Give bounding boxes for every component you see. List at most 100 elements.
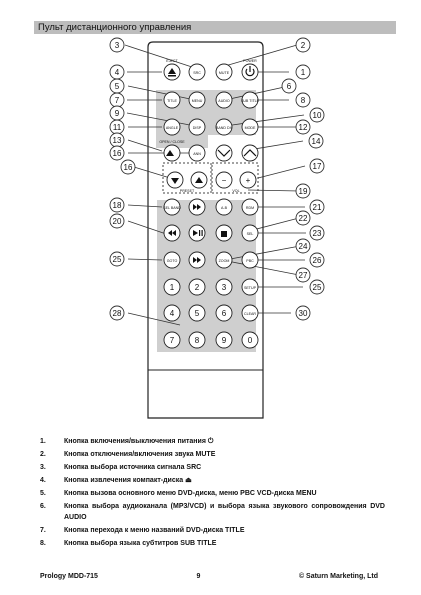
svg-text:3: 3 xyxy=(222,283,227,292)
callout: 10 xyxy=(313,111,322,120)
footer: Prology MDD-715 9 © Saturn Marketing, Lt… xyxy=(40,573,378,580)
svg-text:ZOOM: ZOOM xyxy=(219,259,230,263)
chevron-down-icon xyxy=(171,178,179,184)
mode-button xyxy=(241,118,259,136)
remote-diagram: 3 2 4 1 5 6 7 8 9 10 11 12 13 14 16 16 1… xyxy=(109,37,325,419)
svg-text:5: 5 xyxy=(195,309,200,318)
svg-text:RDM: RDM xyxy=(246,206,254,210)
callout: 8 xyxy=(301,96,306,105)
subtitle-button xyxy=(241,91,259,109)
chevron-up-icon xyxy=(195,177,203,183)
callout: 16 xyxy=(113,149,122,158)
svg-text:MUTE: MUTE xyxy=(219,71,230,75)
svg-text:VOL: VOL xyxy=(232,189,239,193)
pause-icon xyxy=(199,230,201,236)
src-button xyxy=(188,63,206,81)
svg-text:SETUP: SETUP xyxy=(244,286,257,290)
chevron-down-icon xyxy=(217,149,231,157)
svg-text:4: 4 xyxy=(170,309,175,318)
next-icon xyxy=(193,257,201,263)
svg-text:9: 9 xyxy=(222,336,227,345)
svg-text:1: 1 xyxy=(170,283,175,292)
list-item: 7.Кнопка перехода к меню названий DVD-ди… xyxy=(40,527,245,534)
svg-text:0: 0 xyxy=(248,336,253,345)
menu-button xyxy=(188,91,206,109)
callout: 1 xyxy=(301,68,306,77)
callout: 13 xyxy=(113,136,122,145)
svg-text:+: + xyxy=(246,176,251,185)
callout: 12 xyxy=(299,123,308,132)
callout: 28 xyxy=(113,309,122,318)
callout: 4 xyxy=(115,68,120,77)
callout: 6 xyxy=(287,82,292,91)
callout: 17 xyxy=(313,162,322,171)
chevron-up-icon xyxy=(243,149,257,157)
digit-6-button xyxy=(215,304,233,322)
list-item: 1.Кнопка включения/выключения питания ⏻ xyxy=(40,438,214,445)
mute-button xyxy=(215,63,233,81)
callout: 30 xyxy=(299,309,308,318)
svg-text:AUDIO: AUDIO xyxy=(218,99,230,103)
list-item: 3.Кнопка выбора источника сигнала SRC xyxy=(40,464,202,471)
list-item: 4.Кнопка извлечения компакт-диска ⏏ xyxy=(40,477,192,484)
angle-button xyxy=(163,118,181,136)
svg-text:SUB TITLE: SUB TITLE xyxy=(241,99,260,103)
svg-text:ANGLE: ANGLE xyxy=(166,126,179,130)
svg-text:MODE: MODE xyxy=(245,126,256,130)
clear-button xyxy=(241,304,259,322)
svg-text:8: 8 xyxy=(195,336,200,345)
pbc-button xyxy=(241,251,259,269)
callout: 5 xyxy=(115,82,120,91)
digit-1-button xyxy=(163,278,181,296)
digit-9-button xyxy=(215,331,233,349)
footer-left: Prology MDD-715 xyxy=(40,573,98,580)
callout: 26 xyxy=(313,256,322,265)
digit-8-button xyxy=(188,331,206,349)
vol-up-arrow xyxy=(241,144,259,162)
svg-text:A-B: A-B xyxy=(221,206,228,210)
svg-text:GOTO: GOTO xyxy=(167,259,178,263)
svg-text:SEL: SEL xyxy=(247,232,254,236)
setup-button xyxy=(241,278,259,296)
callout: 23 xyxy=(313,229,322,238)
callout: 19 xyxy=(299,187,308,196)
sel-band-button xyxy=(163,198,181,216)
svg-text:CLEAR: CLEAR xyxy=(244,312,256,316)
callout: 3 xyxy=(115,41,120,50)
svg-text:6: 6 xyxy=(222,309,227,318)
page-title: Пульт дистанционного управления xyxy=(34,21,396,34)
digit-2-button xyxy=(188,278,206,296)
svg-text:PBC: PBC xyxy=(246,259,254,263)
digit-7-button xyxy=(163,331,181,349)
callout: 16 xyxy=(124,163,133,172)
title-button xyxy=(163,91,181,109)
svg-text:BAND DX: BAND DX xyxy=(216,126,233,130)
callout: 20 xyxy=(113,217,122,226)
list-item: 6.Кнопка выбора аудиоканала (MP3/VCD) и … xyxy=(40,503,385,521)
vol-down-arrow xyxy=(215,144,233,162)
vol-plus-button xyxy=(239,171,257,189)
callout: 14 xyxy=(312,137,321,146)
power-icon xyxy=(245,68,255,77)
svg-text:TITLE: TITLE xyxy=(167,99,177,103)
callout: 27 xyxy=(299,271,308,280)
svg-text:OPEN / CLOSE: OPEN / CLOSE xyxy=(159,140,185,144)
svg-text:ANN: ANN xyxy=(193,152,201,156)
goto-button xyxy=(163,251,181,269)
callout: 18 xyxy=(113,201,122,210)
list-item: 2.Кнопка отключения/включения звука MUTE xyxy=(40,451,216,458)
vol-minus-button xyxy=(215,171,233,189)
footer-right: © Saturn Marketing, Ltd xyxy=(298,573,378,580)
list-item: 5.Кнопка вызова основного меню DVD-диска… xyxy=(40,490,317,497)
digit-3-button xyxy=(215,278,233,296)
digit-0-button xyxy=(241,331,259,349)
callout: 21 xyxy=(313,203,322,212)
page-number: 9 xyxy=(196,573,201,580)
digit-4-button xyxy=(163,304,181,322)
eject-icon xyxy=(166,150,174,156)
grey-panel-bottom xyxy=(157,200,256,352)
svg-text:POWER: POWER xyxy=(243,59,257,63)
disp-button xyxy=(188,118,206,136)
svg-text:PRESET: PRESET xyxy=(180,189,195,193)
svg-text:SRC: SRC xyxy=(193,71,201,75)
